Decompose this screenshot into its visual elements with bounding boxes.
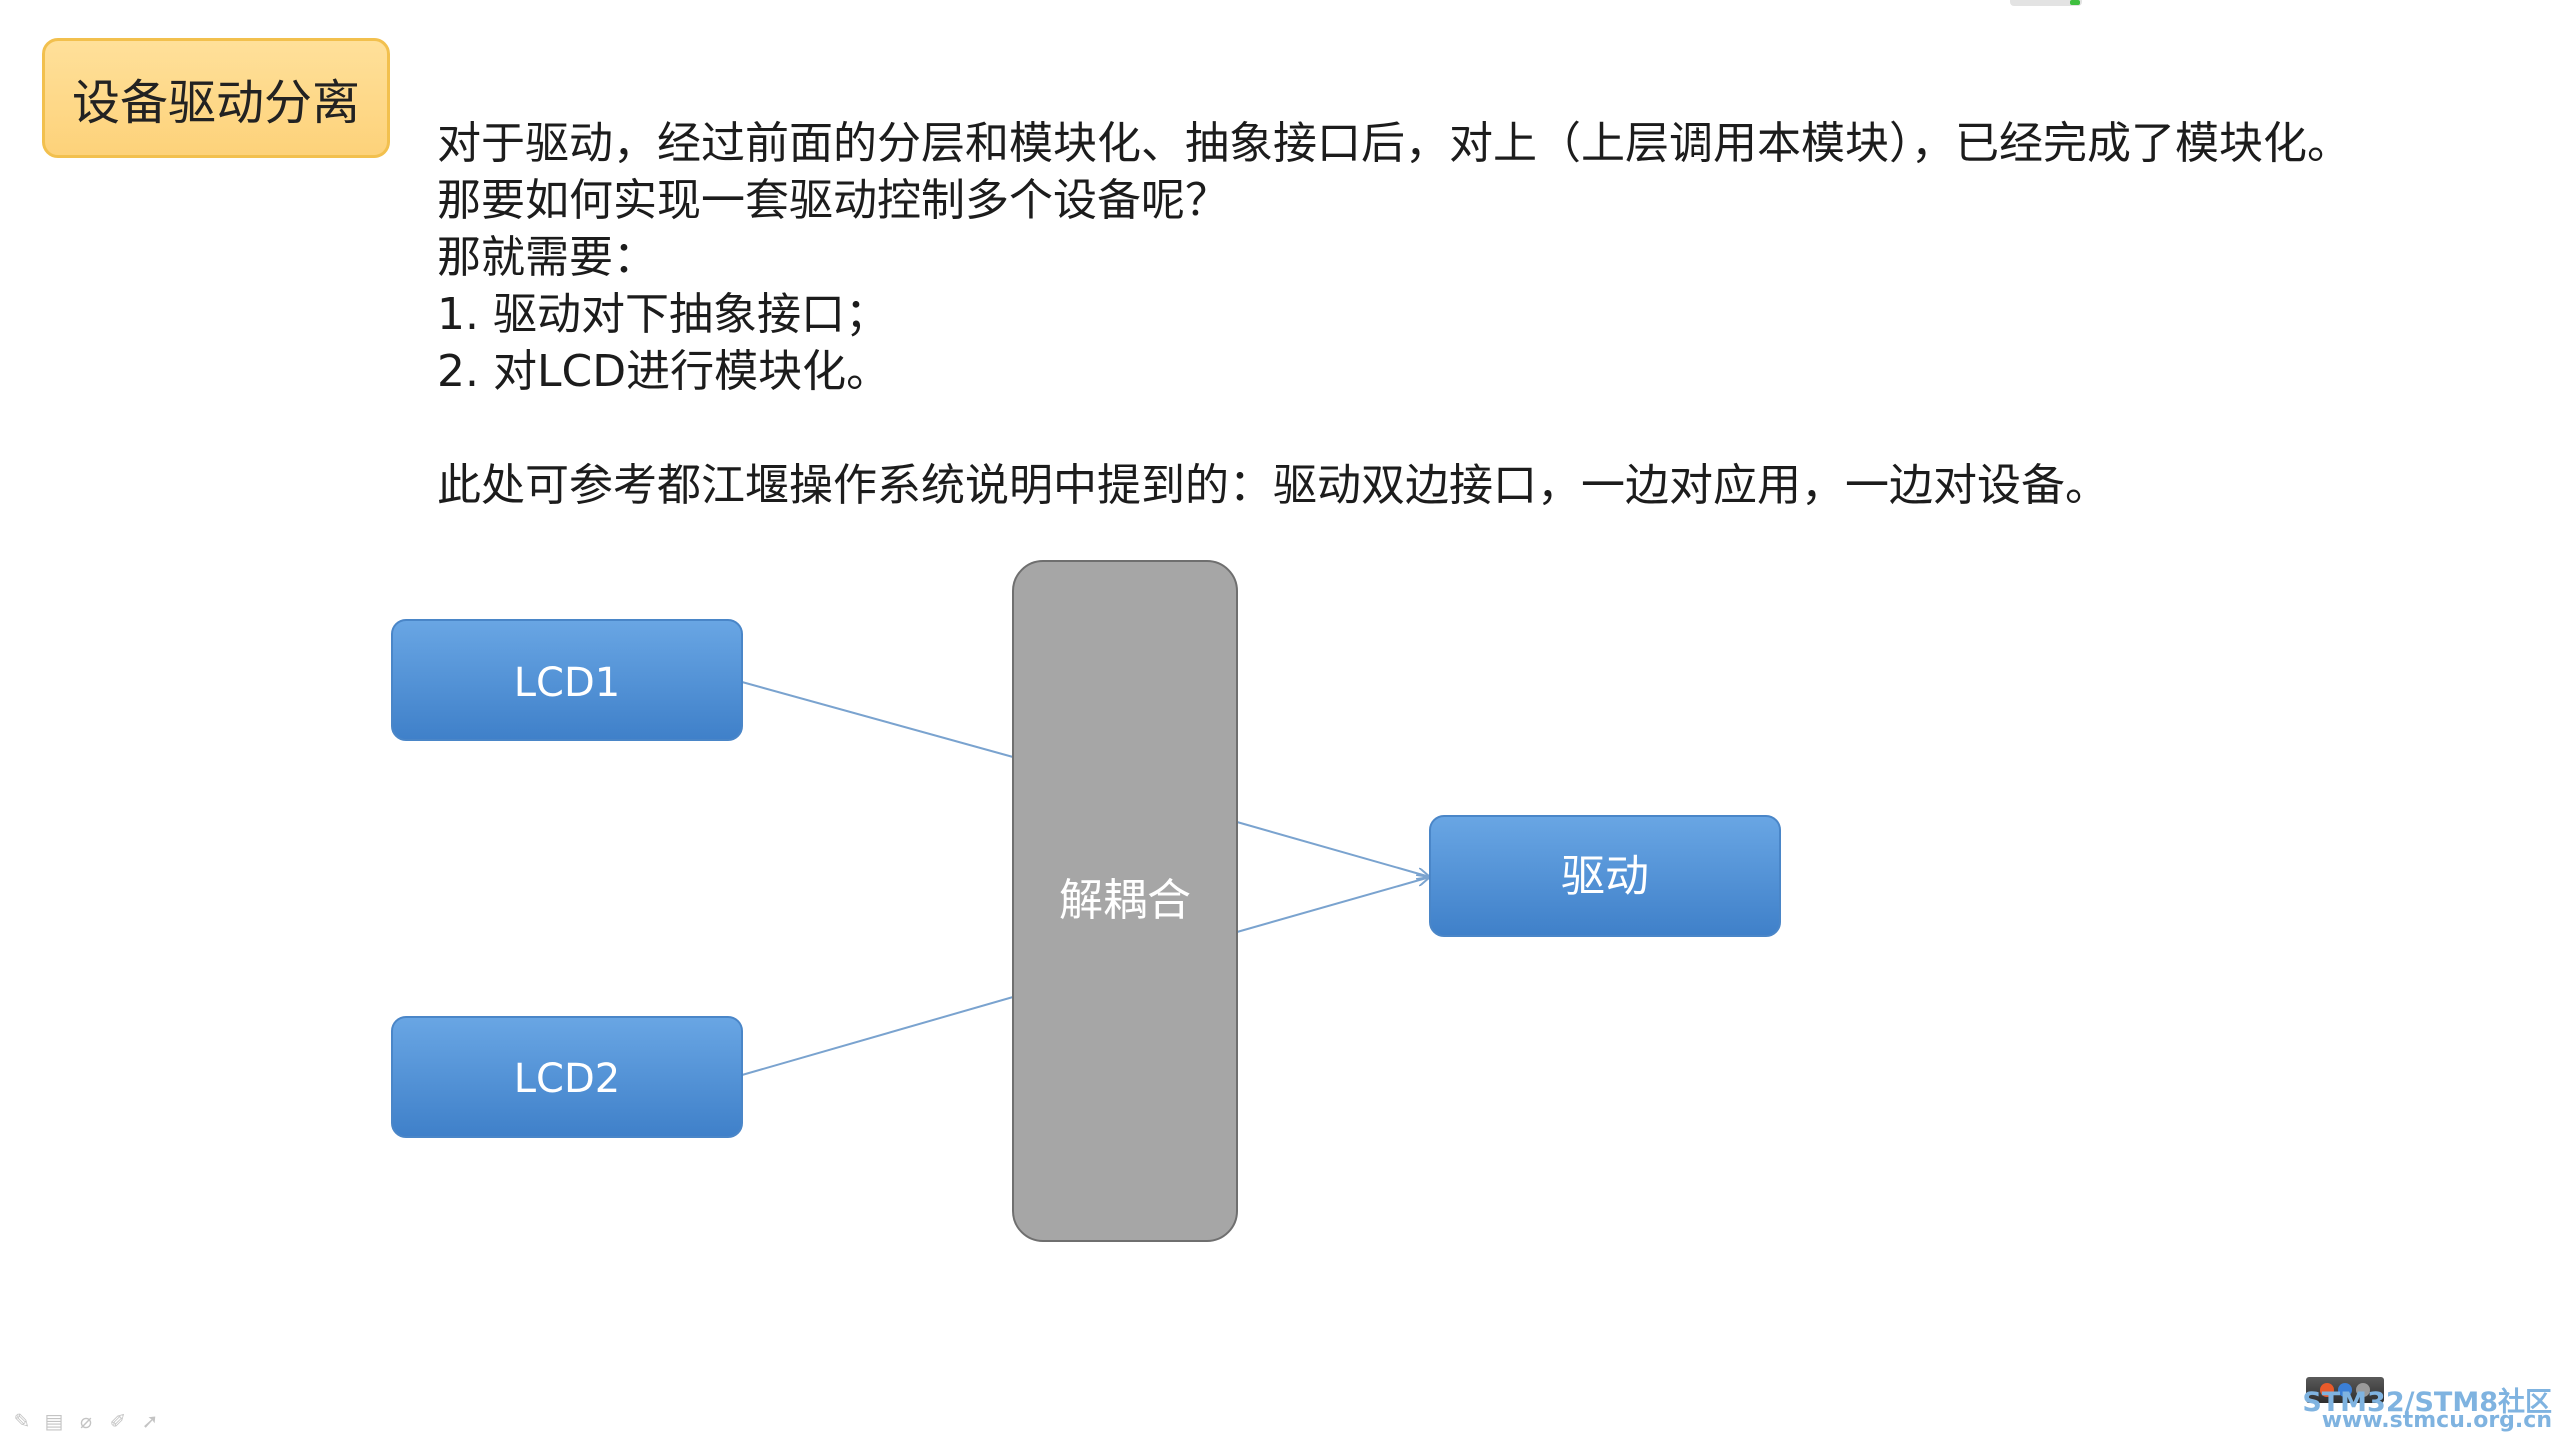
driver-box: 驱动 (1429, 815, 1781, 937)
slide-body-text: 对于驱动，经过前面的分层和模块化、抽象接口后，对上（上层调用本模块），已经完成了… (437, 115, 2537, 514)
window-edge-indicator (2010, 0, 2082, 6)
decoupler-box: 解耦合 (1012, 560, 1238, 1242)
lcd1-box: LCD1 (391, 619, 743, 741)
body-line-2: 那要如何实现一套驱动控制多个设备呢？ (437, 175, 1229, 226)
body-line-5: 2. 对LCD进行模块化。 (437, 346, 891, 397)
slide-title: 设备驱动分离 (71, 75, 360, 131)
slides-icon[interactable]: ▤ (44, 1409, 64, 1433)
watermark-community: STM32/STM8社区 (2302, 1387, 2552, 1418)
pencil-icon[interactable]: ✎ (13, 1409, 31, 1433)
connector-lcd1 (741, 681, 1014, 758)
pointer-icon[interactable]: ➚ (141, 1409, 159, 1433)
forum-logo-icon (2306, 1377, 2384, 1403)
driver-label: 驱动 (1561, 851, 1649, 902)
slide-title-box: 设备驱动分离 (42, 38, 390, 158)
pen-icon[interactable]: ✐ (109, 1409, 127, 1433)
body-line-3: 那就需要： (437, 232, 657, 283)
connector-lcd2 (741, 996, 1014, 1076)
body-line-6: 此处可参考都江堰操作系统说明中提到的：驱动双边接口，一边对应用，一边对设备。 (437, 460, 2109, 511)
decoupler-label: 解耦合 (1059, 875, 1191, 926)
arrow-to-driver-lower (1236, 877, 1430, 933)
lcd1-label: LCD1 (514, 660, 620, 706)
lcd2-label: LCD2 (514, 1056, 620, 1102)
body-line-1: 对于驱动，经过前面的分层和模块化、抽象接口后，对上（上层调用本模块），已经完成了… (437, 118, 2351, 169)
body-line-4: 1. 驱动对下抽象接口； (437, 289, 889, 340)
arrow-to-driver-upper (1236, 821, 1430, 877)
watermark-url: www.stmcu.org.cn (2321, 1408, 2552, 1433)
lcd2-box: LCD2 (391, 1016, 743, 1138)
eraser-icon[interactable]: ⌀ (79, 1409, 93, 1433)
presentation-pen-toolbar: ✎ ▤ ⌀ ✐ ➚ (10, 1408, 162, 1434)
